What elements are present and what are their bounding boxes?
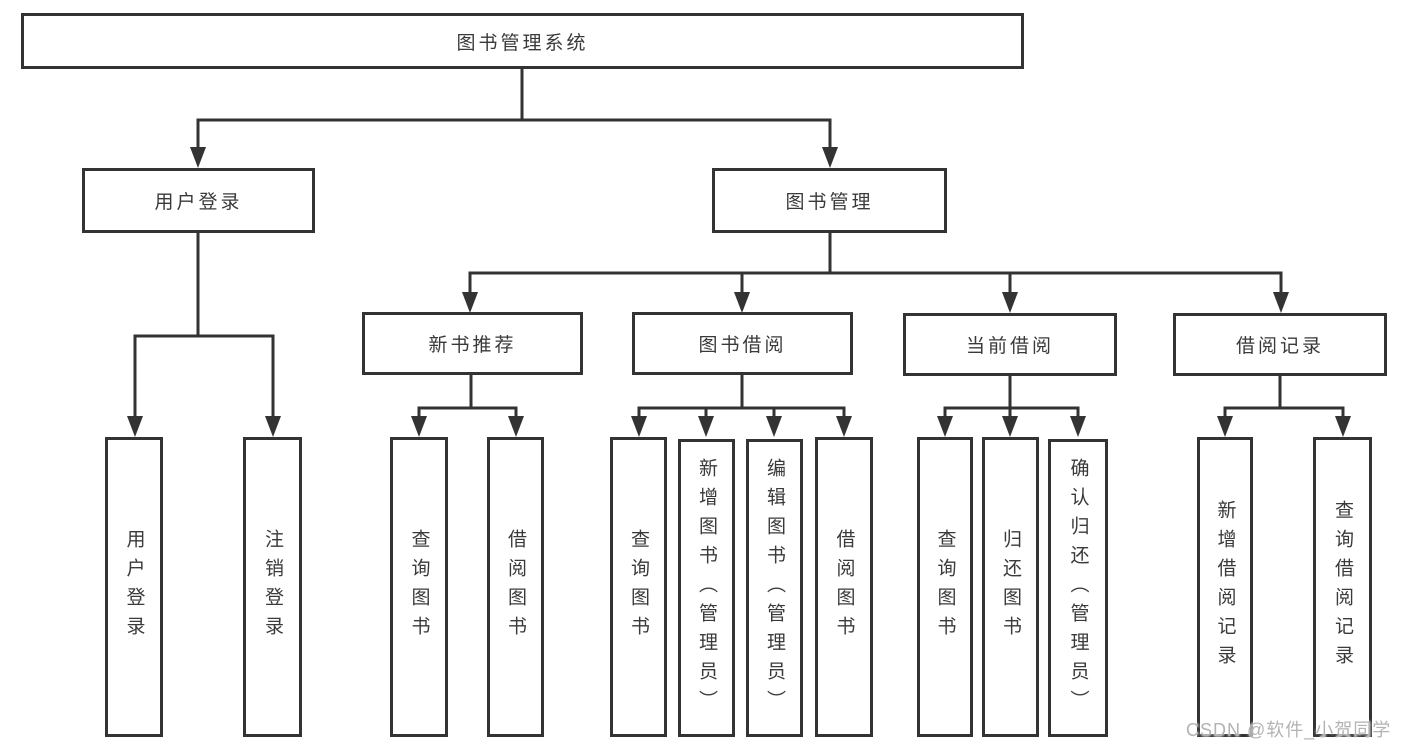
submodule-current-borrow-box: 当前借阅 (903, 313, 1117, 376)
system-root-box: 图书管理系统 (21, 13, 1024, 69)
module-user-login-box: 用户登录 (82, 168, 315, 233)
feature-current-query-books-box: 查询图书 (917, 437, 973, 737)
csdn-watermark: CSDN @软件_小贺同学 (1186, 720, 1392, 740)
feature-borrow-books-box: 借阅图书 (815, 437, 873, 737)
arrowheads-new-book-rec-features (411, 416, 524, 437)
feature-rec-borrow-books-box: 借阅图书 (487, 437, 544, 737)
arrowheads-borrow-records-features (1217, 416, 1351, 437)
feature-rec-query-books-box: 查询图书 (390, 437, 448, 737)
feature-borrow-query-books-box: 查询图书 (610, 437, 667, 737)
connector-book-borrow-to-features (637, 373, 846, 426)
arrowheads-current-borrow-features (937, 416, 1086, 437)
feature-query-borrow-record-box: 查询借阅记录 (1313, 437, 1372, 737)
arrowheads-user-login-features (127, 416, 281, 437)
arrowheads-book-mgmt-submodules (462, 292, 1289, 313)
submodule-borrow-records-box: 借阅记录 (1173, 313, 1387, 376)
connector-root-to-modules (196, 66, 832, 154)
module-book-mgmt-box: 图书管理 (712, 168, 947, 233)
connector-user-login-to-features (133, 231, 275, 426)
submodule-new-book-rec-box: 新书推荐 (362, 312, 583, 375)
connector-new-book-rec-to-features (417, 373, 518, 426)
feature-user-login-box: 用户登录 (105, 437, 163, 737)
connector-book-mgmt-to-submodules (468, 231, 1283, 300)
feature-edit-books-admin-box: 编辑图书（管理员） (746, 439, 803, 737)
connector-borrow-records-to-features (1223, 374, 1345, 426)
arrowheads-book-borrow-features (631, 416, 852, 437)
feature-add-books-admin-box: 新增图书（管理员） (678, 439, 735, 737)
feature-logout-box: 注销登录 (243, 437, 302, 737)
arrowheads-root-to-modules (190, 147, 838, 168)
submodule-book-borrow-box: 图书借阅 (632, 312, 853, 375)
feature-confirm-return-admin-box: 确认归还（管理员） (1048, 439, 1108, 737)
feature-add-borrow-record-box: 新增借阅记录 (1197, 437, 1253, 737)
feature-return-books-box: 归还图书 (982, 437, 1039, 737)
